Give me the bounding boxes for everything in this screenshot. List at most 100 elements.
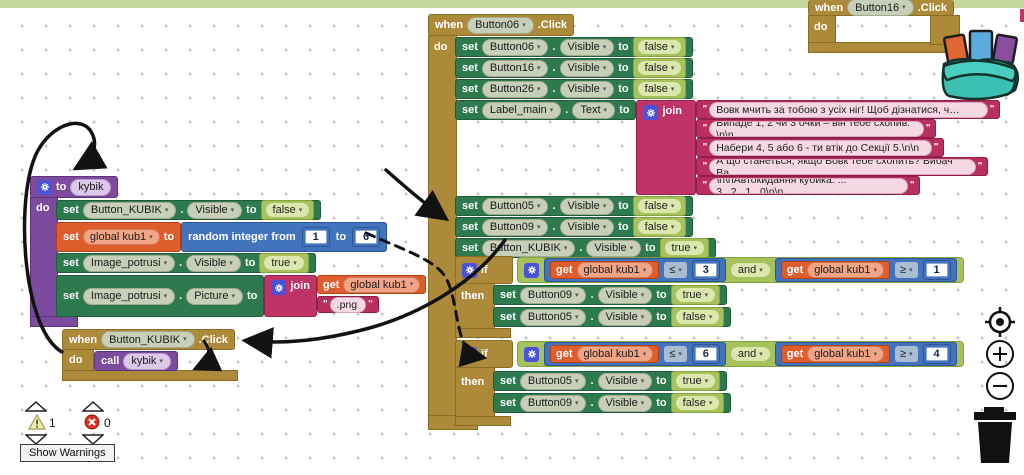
mutator-gear-icon[interactable] bbox=[643, 105, 659, 120]
number-socket[interactable]: 6 bbox=[691, 344, 720, 364]
component-dropdown[interactable]: Button_KUBIK▾ bbox=[101, 331, 195, 348]
string-block[interactable]: " .png " bbox=[316, 296, 379, 313]
logic-value-block[interactable]: true▾ bbox=[259, 253, 309, 273]
set-block[interactable]: set Image_potrusi▾ . Visible▾ to true▾ bbox=[56, 253, 316, 273]
component-dropdown[interactable]: Button16▾ bbox=[847, 0, 914, 16]
logic-value-block[interactable]: false▾ bbox=[260, 200, 315, 220]
logic-value-block[interactable]: true▾ bbox=[659, 238, 710, 258]
logic-value-block[interactable]: false▾ bbox=[670, 307, 725, 327]
set-block[interactable]: set Button09▾ . Visible▾ to false▾ bbox=[493, 393, 732, 413]
join-block[interactable]: join bbox=[636, 100, 697, 195]
operator-dropdown[interactable]: ≥▾ bbox=[895, 346, 918, 362]
variable-dropdown[interactable]: global kub1▾ bbox=[807, 346, 885, 362]
component-dropdown[interactable]: Image_potrusi▾ bbox=[82, 254, 176, 272]
logic-value-block[interactable]: false▾ bbox=[670, 393, 725, 413]
logic-value-block[interactable]: false▾ bbox=[632, 58, 687, 78]
call-kybik-block[interactable]: call kybik▾ bbox=[94, 351, 178, 371]
when06-spine[interactable]: do bbox=[428, 35, 457, 429]
operator-dropdown[interactable]: ≤▾ bbox=[664, 262, 687, 278]
property-dropdown[interactable]: Visible▾ bbox=[559, 38, 615, 56]
logic-value-block[interactable]: false▾ bbox=[632, 217, 687, 237]
set-block[interactable]: set Button09▾ . Visible▾ to false▾ bbox=[455, 217, 694, 237]
when-button16-click-block[interactable]: when Button16▾ .Click bbox=[808, 0, 955, 16]
number-socket[interactable]: 1 bbox=[922, 260, 951, 280]
random-integer-block[interactable]: random integer from 1 to 6 bbox=[181, 222, 388, 252]
string-block[interactable]: "Вовк мчить за тобою з усіх ніг! Щоб діз… bbox=[696, 100, 1001, 119]
center-workspace-icon[interactable] bbox=[984, 306, 1016, 338]
string-block[interactable]: "\n\nАвтокидання кубика: ... 3...2...1..… bbox=[696, 176, 921, 195]
if-block[interactable]: if bbox=[455, 340, 513, 368]
backpack-icon[interactable] bbox=[938, 28, 1024, 104]
property-dropdown[interactable]: Visible▾ bbox=[187, 201, 243, 219]
string-block[interactable]: "Набери 4, 5 або 6 - ти втік до Секції 5… bbox=[696, 138, 945, 157]
get-variable-block[interactable]: get global kub1▾ bbox=[316, 275, 427, 294]
trash-icon[interactable] bbox=[970, 405, 1020, 465]
mutator-gear-icon[interactable] bbox=[271, 280, 287, 295]
variable-dropdown[interactable]: global kub1▾ bbox=[82, 229, 160, 245]
when-button06-click-block[interactable]: when Button06▾ .Click bbox=[428, 14, 575, 36]
property-dropdown[interactable]: Visible▾ bbox=[186, 254, 241, 272]
join-block[interactable]: join bbox=[264, 275, 317, 317]
set-block[interactable]: set Button05▾ . Visible▾ to true▾ bbox=[493, 371, 728, 391]
procedure-dropdown[interactable]: kybik▾ bbox=[123, 352, 171, 370]
collapse-up-icon[interactable] bbox=[82, 401, 104, 412]
zoom-out-icon[interactable] bbox=[985, 371, 1015, 401]
when16-spine[interactable]: do bbox=[808, 15, 836, 45]
component-dropdown[interactable]: Button_KUBIK▾ bbox=[481, 239, 576, 257]
string-block[interactable]: "Випаде 1, 2 чи 3 очки – він тебе схопив… bbox=[696, 119, 937, 138]
number-socket[interactable]: 1 bbox=[301, 227, 330, 247]
string-value[interactable]: Набери 4, 5 або 6 - ти втік до Секції 5.… bbox=[709, 139, 932, 156]
string-value[interactable]: .png bbox=[329, 296, 367, 313]
property-dropdown[interactable]: Visible▾ bbox=[559, 59, 615, 77]
error-icon[interactable] bbox=[84, 414, 100, 430]
component-dropdown[interactable]: Button09▾ bbox=[519, 394, 587, 412]
show-warnings-button[interactable]: Show Warnings bbox=[20, 444, 115, 462]
operator-dropdown[interactable]: ≥▾ bbox=[895, 262, 918, 278]
set-block[interactable]: set Button26▾ . Visible▾ to false▾ bbox=[455, 79, 694, 99]
set-block[interactable]: set Label_main▾ . Text▾ to bbox=[455, 100, 637, 120]
operator-dropdown[interactable]: ≤▾ bbox=[664, 346, 687, 362]
variable-dropdown[interactable]: global kub1▾ bbox=[343, 276, 421, 293]
component-dropdown[interactable]: Button16▾ bbox=[481, 59, 549, 77]
component-dropdown[interactable]: Button05▾ bbox=[519, 308, 587, 326]
set-block[interactable]: set Button09▾ . Visible▾ to true▾ bbox=[493, 285, 728, 305]
number-socket[interactable]: 6 bbox=[352, 227, 381, 247]
string-value[interactable]: Випаде 1, 2 чи 3 очки – він тебе схопив.… bbox=[709, 120, 924, 137]
if-then-spine[interactable]: then bbox=[455, 283, 495, 331]
component-dropdown[interactable]: Image_potrusi▾ bbox=[82, 287, 176, 305]
collapse-down-icon[interactable] bbox=[25, 434, 47, 445]
zoom-in-icon[interactable] bbox=[985, 339, 1015, 369]
property-dropdown[interactable]: Visible▾ bbox=[559, 218, 615, 236]
variable-dropdown[interactable]: global kub1▾ bbox=[576, 262, 654, 278]
variable-dropdown[interactable]: global kub1▾ bbox=[576, 346, 654, 362]
string-value[interactable]: А що станеться, якщо Вовк тебе схопить? … bbox=[709, 158, 976, 175]
set-block[interactable]: set Button05▾ . Visible▾ to false▾ bbox=[493, 307, 732, 327]
property-dropdown[interactable]: Visible▾ bbox=[597, 308, 653, 326]
if-block[interactable]: if bbox=[455, 256, 513, 284]
property-dropdown[interactable]: Visible▾ bbox=[597, 286, 653, 304]
mutator-gear-icon[interactable] bbox=[462, 262, 477, 278]
property-dropdown[interactable]: Visible▾ bbox=[559, 197, 615, 215]
and-operator-dropdown[interactable]: and▾ bbox=[730, 263, 770, 277]
number-socket[interactable]: 3 bbox=[691, 260, 720, 280]
set-block[interactable]: set Image_potrusi▾ . Picture▾ to bbox=[56, 275, 265, 317]
logic-value-block[interactable]: false▾ bbox=[632, 196, 687, 216]
component-dropdown[interactable]: Button06▾ bbox=[467, 16, 534, 34]
when-button-kubik-click-block[interactable]: when Button_KUBIK▾ .Click bbox=[62, 329, 235, 350]
property-dropdown[interactable]: Picture▾ bbox=[186, 287, 243, 305]
set-block[interactable]: set Button06▾ . Visible▾ to false▾ bbox=[455, 37, 694, 57]
component-dropdown[interactable]: Button09▾ bbox=[519, 286, 587, 304]
property-dropdown[interactable]: Visible▾ bbox=[559, 80, 615, 98]
component-dropdown[interactable]: Label_main▾ bbox=[481, 101, 562, 119]
mutator-gear-icon[interactable] bbox=[524, 262, 539, 278]
component-dropdown[interactable]: Button_KUBIK▾ bbox=[82, 201, 177, 219]
component-dropdown[interactable]: Button26▾ bbox=[481, 80, 549, 98]
collapse-up-icon[interactable] bbox=[25, 401, 47, 412]
